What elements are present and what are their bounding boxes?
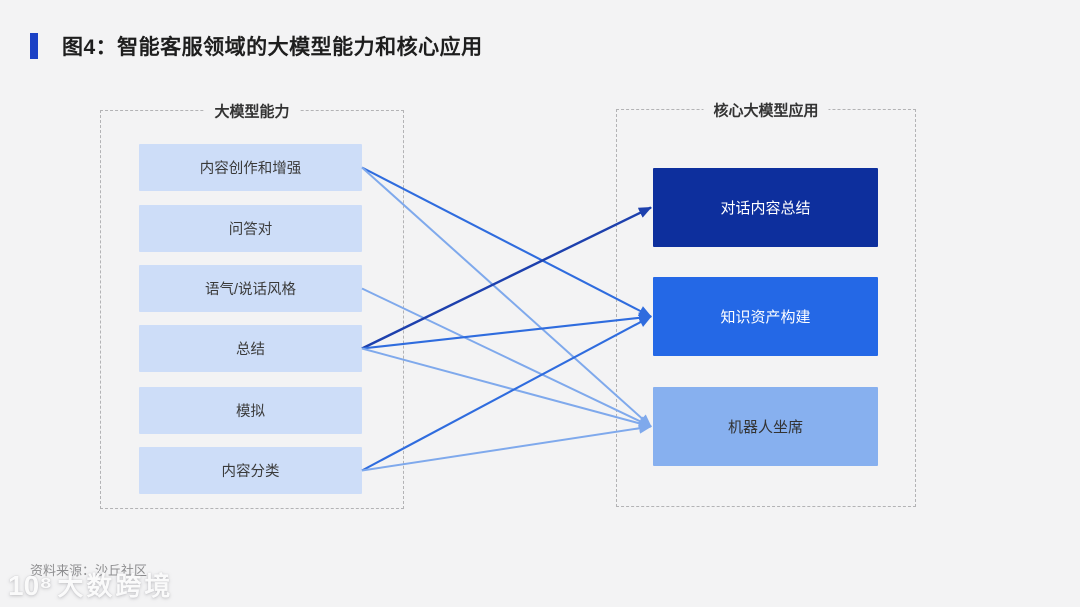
source-note: 资料来源：沙丘社区 <box>30 563 148 578</box>
title-accent-bar <box>30 33 38 59</box>
capability-box: 总结 <box>139 325 362 372</box>
connection-line <box>361 166 652 428</box>
application-box: 机器人坐席 <box>653 387 878 466</box>
application-box: 对话内容总结 <box>653 168 878 247</box>
connection-line <box>361 315 652 472</box>
capability-box: 问答对 <box>139 205 362 252</box>
applications-panel-title: 核心大模型应用 <box>703 99 829 121</box>
watermark-icon: 10⁸ <box>8 570 53 601</box>
connection-line <box>361 287 652 428</box>
application-box: 知识资产构建 <box>653 277 878 356</box>
watermark-logo: 10⁸ 大数跨境 <box>8 566 173 603</box>
connection-line <box>361 206 652 350</box>
connection-line <box>361 347 652 429</box>
figure-title: 图4：智能客服领域的大模型能力和核心应用 <box>62 36 483 59</box>
capability-box: 模拟 <box>139 387 362 434</box>
capability-box: 内容创作和增强 <box>139 144 362 191</box>
capabilities-panel-title: 大模型能力 <box>204 100 300 122</box>
connection-line <box>361 166 652 318</box>
capability-box: 内容分类 <box>139 447 362 494</box>
connection-line <box>361 312 652 350</box>
watermark-text: 大数跨境 <box>57 571 174 601</box>
capability-box: 语气/说话风格 <box>139 265 362 312</box>
connection-line <box>361 422 652 472</box>
